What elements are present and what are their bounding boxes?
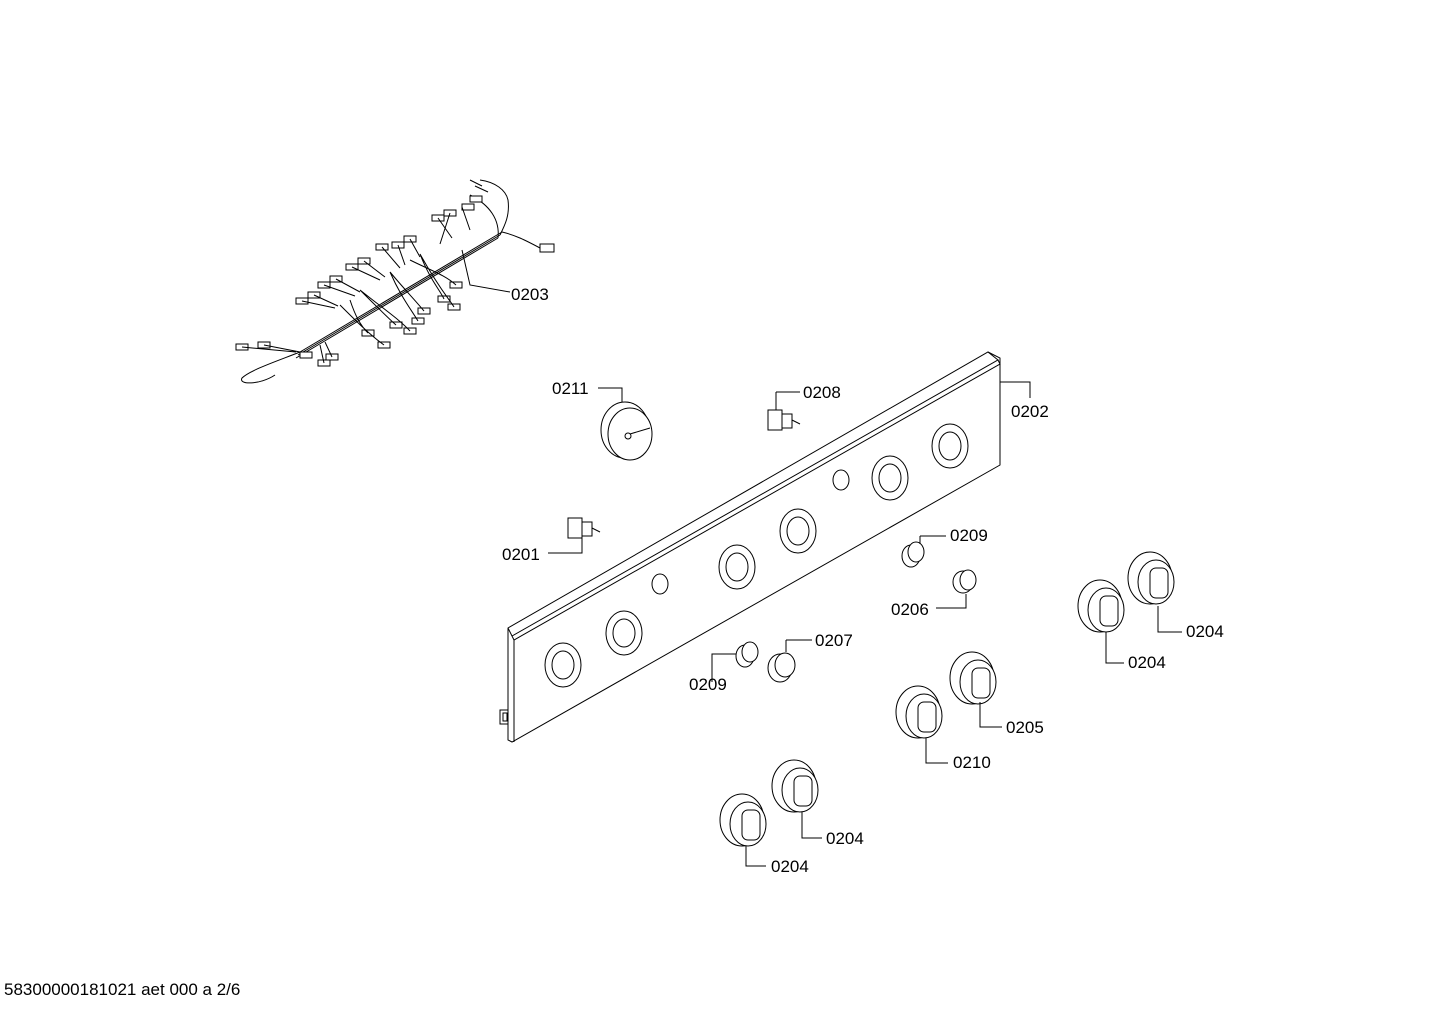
- label-0210: 0210: [953, 753, 991, 772]
- cable-clip: [767, 409, 801, 431]
- label-0205: 0205: [1006, 718, 1044, 737]
- panel-knob-hole: [544, 642, 582, 688]
- control-knob: [1077, 579, 1125, 633]
- knob-adapter: [735, 641, 759, 668]
- control-knob: [949, 651, 997, 705]
- control-knob: [1127, 551, 1175, 605]
- panel-knob-hole: [605, 610, 643, 656]
- label-0204-bottom-lower: 0204: [771, 857, 809, 876]
- panel-knob-hole: [871, 455, 909, 501]
- panel-small-hole: [832, 469, 850, 491]
- label-0207: 0207: [815, 631, 853, 650]
- control-knob: [719, 793, 767, 847]
- label-0206: 0206: [891, 600, 929, 619]
- label-0202: 0202: [1011, 402, 1049, 421]
- panel-knob-hole: [779, 508, 817, 554]
- panel-knob-hole: [718, 544, 756, 590]
- document-footer-id: 58300000181021 aet 000 a 2/6: [4, 980, 241, 999]
- label-0208: 0208: [803, 383, 841, 402]
- rotary-switch: [600, 401, 653, 461]
- control-panel: [499, 351, 1001, 743]
- cable-clip-small: [567, 517, 601, 539]
- label-0201: 0201: [502, 545, 540, 564]
- label-0211: 0211: [552, 379, 589, 398]
- panel-small-hole: [651, 573, 669, 595]
- control-knob: [771, 759, 819, 813]
- panel-knob-hole: [931, 423, 969, 469]
- label-0209-upper: 0209: [950, 526, 988, 545]
- label-0204-bottom-upper: 0204: [826, 829, 864, 848]
- label-0209-lower: 0209: [689, 675, 727, 694]
- knob-adapter: [901, 541, 925, 568]
- wiring-harness: [235, 179, 555, 384]
- leader-lines: [548, 381, 1182, 867]
- label-0203: 0203: [511, 285, 549, 304]
- spindle-sleeve: [952, 569, 977, 594]
- label-0204-right-upper: 0204: [1186, 622, 1224, 641]
- spindle-sleeve: [767, 652, 796, 683]
- control-knob: [895, 685, 943, 739]
- label-0204-right-lower: 0204: [1128, 653, 1166, 672]
